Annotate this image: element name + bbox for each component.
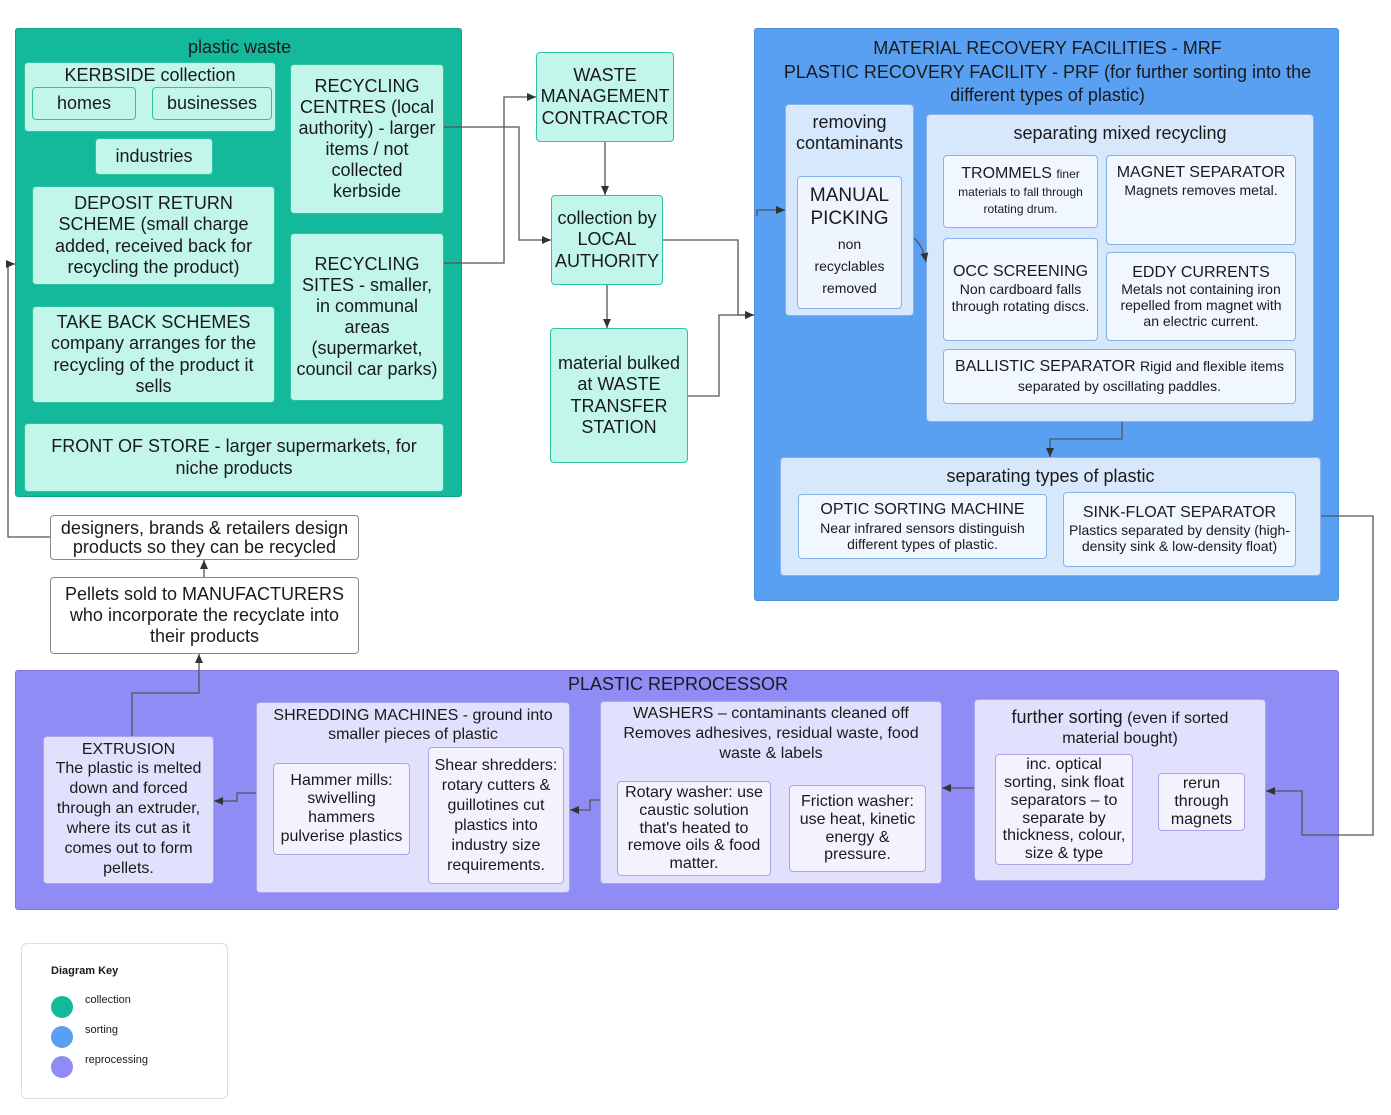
extrusion-text: The plastic is melted down and forced th…	[55, 760, 202, 878]
prf-title: PLASTIC RECOVERY FACILITY - PRF (for fur…	[783, 62, 1312, 105]
further-sorting-text: (even if sorted material bought)	[1062, 710, 1229, 747]
trommels-text: finer materials to fall through rotating…	[958, 167, 1083, 217]
kerbside-label: KERBSIDE collection	[64, 65, 236, 85]
take-back-schemes[interactable]: TAKE BACK SCHEMES company arranges for t…	[32, 306, 275, 403]
arrow-transfer-to-mrf	[688, 311, 754, 397]
key-collection-dot	[51, 996, 73, 1018]
take-back-title: TAKE BACK SCHEMES	[56, 312, 251, 333]
rotary-washer[interactable]: Rotary washer: use caustic solution that…	[617, 781, 771, 876]
separating-mixed-title: separating mixed recycling	[1013, 123, 1227, 143]
plastic-reprocessor-title: PLASTIC REPROCESSOR	[567, 674, 789, 694]
key-reprocessing-label: reprocessing	[85, 1054, 148, 1066]
optic-sorting-machine[interactable]: OPTIC SORTING MACHINE Near infrared sens…	[798, 494, 1047, 559]
waste-management-contractor[interactable]: WASTE MANAGEMENT CONTRACTOR	[536, 52, 674, 142]
diagram-key: Diagram Key collection sorting reprocess…	[21, 943, 228, 1099]
waste-transfer-station[interactable]: material bulked at WASTE TRANSFER STATIO…	[550, 328, 688, 463]
ballistic-separator-text: Rigid and flexible items separated by os…	[1017, 358, 1284, 394]
mrf-title: MATERIAL RECOVERY FACILITIES - MRF	[873, 38, 1222, 58]
ballistic-separator[interactable]: BALLISTIC SEPARATOR Rigid and flexible i…	[943, 349, 1296, 404]
key-sorting-label: sorting	[85, 1024, 119, 1036]
magnet-separator-title: MAGNET SEPARATOR	[1116, 164, 1286, 181]
collection-by-local-authority[interactable]: collection by LOCAL AUTHORITY	[551, 195, 663, 285]
hammer-mills[interactable]: Hammer mills: swivelling hammers pulveri…	[273, 763, 410, 855]
occ-screening[interactable]: OCC SCREENING Non cardboard falls throug…	[943, 238, 1098, 341]
trommels[interactable]: TROMMELS finer materials to fall through…	[943, 155, 1098, 228]
magnet-separator[interactable]: MAGNET SEPARATOR Magnets removes metal.	[1106, 155, 1296, 245]
shredding-machines-title: SHREDDING MACHINES - ground into smaller…	[273, 707, 553, 743]
sink-float-text: Plastics separated by density (high-dens…	[1069, 522, 1290, 554]
separating-types-title: separating types of plastic	[946, 466, 1155, 486]
arrow-local-to-mrf	[663, 239, 754, 319]
eddy-currents-title: EDDY CURRENTS	[1132, 263, 1270, 281]
further-sorting-title: further sorting	[1011, 707, 1123, 727]
optic-sorting-text: Near infrared sensors distinguish differ…	[820, 519, 1025, 552]
diagram-key-title: Diagram Key	[51, 965, 119, 977]
occ-screening-text: Non cardboard falls through rotating dis…	[951, 280, 1090, 315]
trommels-title: TROMMELS	[961, 165, 1052, 183]
businesses-box[interactable]: businesses	[152, 87, 272, 120]
manual-picking-text: non recyclables removed	[814, 235, 885, 297]
key-collection-label: collection	[85, 994, 131, 1006]
industries-box[interactable]: industries	[95, 138, 213, 175]
homes-box[interactable]: homes	[32, 87, 136, 120]
eddy-currents-text: Metals not containing iron repelled from…	[1120, 281, 1282, 329]
key-sorting-dot	[51, 1026, 73, 1048]
magnet-separator-text: Magnets removes metal.	[1124, 182, 1278, 199]
rerun-through-magnets[interactable]: rerun through magnets	[1158, 773, 1245, 831]
removing-contaminants-title: removing contaminants	[795, 112, 904, 154]
manual-picking[interactable]: MANUAL PICKING non recyclables removed	[797, 176, 902, 309]
pellets-to-manufacturers[interactable]: Pellets sold to MANUFACTURERS who incorp…	[50, 577, 359, 654]
recycling-sites[interactable]: RECYCLING SITES - smaller, in communal a…	[290, 233, 444, 401]
front-of-store[interactable]: FRONT OF STORE - larger supermarkets, fo…	[24, 423, 444, 492]
sink-float-separator[interactable]: SINK-FLOAT SEPARATOR Plastics separated …	[1063, 492, 1296, 567]
occ-screening-title: OCC SCREENING	[952, 262, 1089, 280]
shear-shredders[interactable]: Shear shredders: rotary cutters & guillo…	[428, 747, 564, 884]
plastic-waste-title: plastic waste	[187, 37, 292, 57]
washers-title: WASHERS – contaminants cleaned off Remov…	[623, 705, 919, 762]
eddy-currents[interactable]: EDDY CURRENTS Metals not containing iron…	[1106, 252, 1296, 341]
friction-washer[interactable]: Friction washer: use heat, kinetic energ…	[789, 785, 926, 872]
designers-brands-retailers[interactable]: designers, brands & retailers design pro…	[50, 515, 359, 560]
optic-sorting-title: OPTIC SORTING MACHINE	[820, 501, 1025, 519]
sink-float-title: SINK-FLOAT SEPARATOR	[1082, 504, 1277, 522]
recycling-centres[interactable]: RECYCLING CENTRES (local authority) - la…	[290, 64, 444, 214]
key-reprocessing-dot	[51, 1056, 73, 1078]
extrusion[interactable]: EXTRUSION The plastic is melted down and…	[43, 736, 214, 884]
extrusion-title: EXTRUSION	[81, 740, 176, 758]
manual-picking-title: MANUAL PICKING	[809, 185, 890, 229]
ballistic-separator-title: BALLISTIC SEPARATOR	[955, 358, 1136, 376]
optical-sorting-note[interactable]: inc. optical sorting, sink float separat…	[995, 754, 1133, 865]
deposit-return-scheme[interactable]: DEPOSIT RETURN SCHEME (small charge adde…	[32, 186, 275, 285]
take-back-text: company arranges for the recycling of th…	[50, 333, 257, 396]
